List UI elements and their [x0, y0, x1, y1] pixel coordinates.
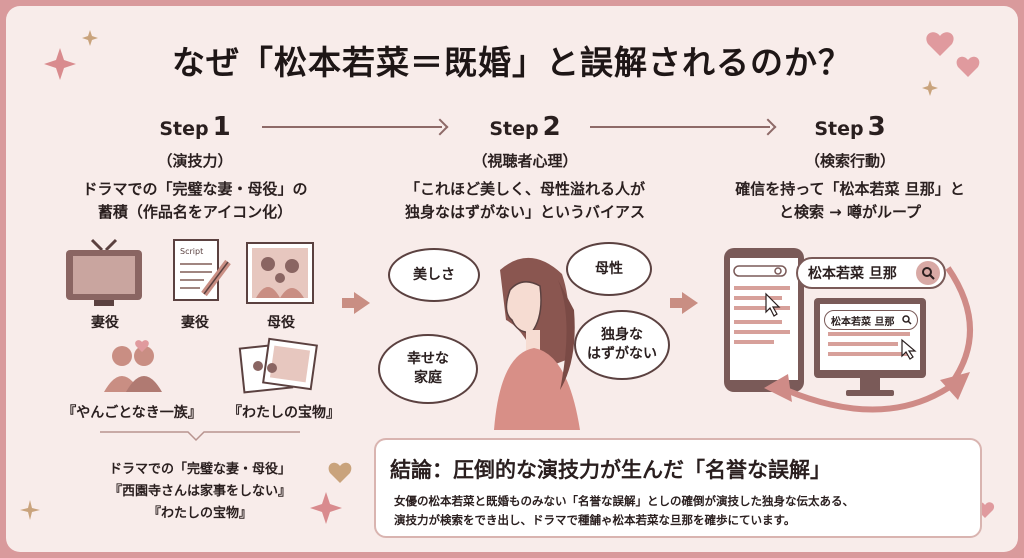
script-label: Script [180, 247, 203, 256]
cursor-icon [901, 338, 917, 360]
search-bar[interactable]: 松本若菜 旦那 [796, 257, 946, 289]
icon-caption: 妻役 [181, 315, 209, 331]
search-query: 松本若菜 旦那 [831, 316, 895, 328]
woman-profile-illustration [494, 257, 580, 430]
couple-icon [104, 340, 162, 392]
step-label: Step [814, 118, 864, 140]
step-label: Step [489, 118, 539, 140]
step-1-note: ドラマでの「完璧な妻・母役」 『西園寺さんは家事をしない』 『わたしの宝物』 [40, 459, 360, 525]
flow-arrow [342, 298, 354, 308]
sparkle-icon [922, 80, 938, 96]
desc-line: 蓄積（作品名をアイコン化） [97, 203, 293, 221]
monitor-search-bar[interactable]: 松本若菜 旦那 [824, 310, 918, 330]
step-1-subtitle: （演技力） [157, 152, 233, 170]
step-number: 2 [542, 112, 561, 142]
family-photo-icon [246, 242, 314, 304]
work-title: 『やんごとなき一族』 [62, 405, 202, 421]
desc-line: 「これほど美しく、母性溢れる人が [404, 180, 645, 198]
bracket-divider [100, 431, 300, 442]
cursor-icon [765, 292, 781, 317]
loop-arrow [764, 266, 973, 413]
photo-frames-icon [238, 337, 318, 394]
conclusion-box: 結論：圧倒的な演技力が生んだ「名誉な誤解」 女優の松本若菜と既婚ものみない「名誉… [374, 438, 982, 538]
page-title: なぜ「松本若菜＝既婚」と誤解されるのか？ [172, 43, 852, 82]
sparkle-icon [44, 48, 76, 80]
script-icon: Script [173, 239, 231, 301]
search-icon [916, 261, 940, 285]
flow-arrow-head [354, 292, 370, 314]
heart-icon [926, 32, 954, 56]
step-2-subtitle: （視聴者心理） [472, 152, 578, 170]
sparkle-icon [310, 492, 342, 524]
note-line: 『西園寺さんは家事をしない』 [108, 484, 291, 499]
sparkle-icon [20, 500, 40, 520]
flow-arrow [670, 298, 682, 308]
search-icon [902, 315, 912, 325]
step-1-description: ドラマでの「完璧な妻・母役」の 蓄積（作品名をアイコン化） [40, 178, 350, 224]
conclusion-line: 演技力が検索をでき出し、ドラマで種舗ゃ松本若菜な旦那を確歩にています。 [394, 513, 796, 527]
step-3-description: 確信を持って「松本若菜 旦那」と と検索 → 噂がループ [690, 178, 1010, 224]
smartphone-icon [724, 248, 804, 392]
note-line: 『わたしの宝物』 [147, 506, 252, 521]
thought-bubble: 母性 [566, 242, 652, 296]
search-query: 松本若菜 旦那 [808, 266, 897, 282]
step-2-description: 「これほど美しく、母性溢れる人が 独身なはずがない」というバイアス [360, 178, 690, 224]
step-number: 3 [867, 112, 886, 142]
conclusion-body: 女優の松本若菜と既婚ものみない「名誉な誤解」としの確倒が演技した独身な伝太ある、… [394, 492, 854, 530]
flow-arrow-head [682, 292, 698, 314]
icon-caption: 母役 [267, 315, 295, 331]
thought-bubble: 独身な はずがない [574, 310, 670, 380]
desc-line: と検索 → 噂がループ [778, 203, 922, 221]
desc-line: ドラマでの「完璧な妻・母役」の [82, 180, 308, 198]
step-number: 1 [212, 112, 231, 142]
sparkle-icon [82, 30, 98, 46]
desc-line: 独身なはずがない」というバイアス [404, 203, 645, 221]
thought-bubble: 美しさ [388, 248, 480, 302]
step-3-subtitle: （検索行動） [804, 152, 895, 170]
step-connector-arrow [262, 126, 442, 128]
work-title: 『わたしの宝物』 [228, 405, 340, 421]
desc-line: 確信を持って「松本若菜 旦那」と [735, 180, 965, 198]
heart-icon [135, 340, 149, 352]
conclusion-title: 結論：圧倒的な演技力が生んだ「名誉な誤解」 [390, 458, 831, 482]
conclusion-line: 女優の松本若菜と既婚ものみない「名誉な誤解」としの確倒が演技した独身な伝太ある、 [394, 494, 854, 508]
step-connector-arrow [590, 126, 770, 128]
thought-bubble: 幸せな 家庭 [378, 334, 478, 404]
icon-caption: 妻役 [91, 315, 119, 331]
heart-icon [956, 56, 980, 77]
tv-icon [66, 238, 142, 306]
heart-icon [328, 462, 352, 483]
note-line: ドラマでの「完璧な妻・母役」 [108, 462, 291, 477]
step-label: Step [159, 118, 209, 140]
